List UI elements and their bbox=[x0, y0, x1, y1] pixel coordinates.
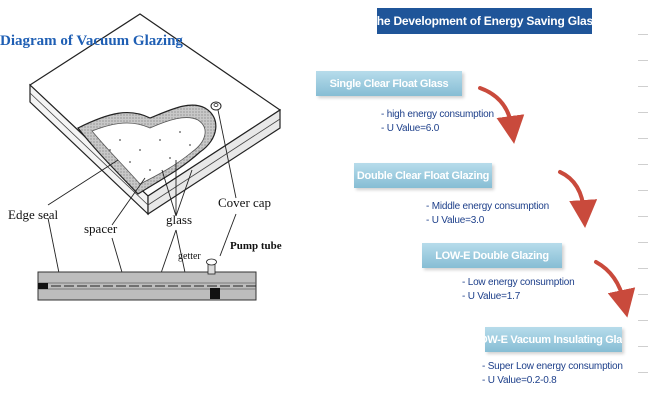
cover-cap-icon bbox=[210, 101, 222, 111]
arrow-1 bbox=[478, 86, 525, 144]
stage-low-e-double: LOW-E Double Glazing bbox=[422, 243, 562, 268]
vacuum-glazing-title: Diagram of Vacuum Glazing bbox=[0, 33, 183, 49]
label-getter: getter bbox=[178, 251, 201, 262]
stage-4-u-value: - U Value=0.2-0.8 bbox=[482, 375, 557, 386]
stage-low-e-vacuum: OW-E Vacuum Insulating Glas bbox=[485, 327, 622, 352]
stage-double-clear: Double Clear Float Glazing bbox=[354, 163, 492, 188]
label-glass: glass bbox=[166, 212, 192, 227]
panel-glass-line bbox=[29, 92, 149, 206]
stage-3-u-value: - U Value=1.7 bbox=[462, 291, 521, 302]
stage-4-consumption: - Super Low energy consumption bbox=[482, 361, 623, 372]
arrow-3 bbox=[594, 260, 636, 318]
label-cover-cap: Cover cap bbox=[218, 195, 272, 210]
stage-2-consumption: - Middle energy consumption bbox=[426, 201, 549, 212]
stage-3-consumption: - Low energy consumption bbox=[462, 277, 575, 288]
stage-1-consumption: - high energy consumption bbox=[381, 109, 494, 120]
label-spacer: spacer bbox=[84, 221, 118, 236]
stage-single-clear: Single Clear Float Glass bbox=[316, 71, 462, 96]
pump-tube-block bbox=[210, 288, 220, 299]
stage-1-notes: - high energy consumption - U Value=6.0 bbox=[381, 108, 494, 136]
glazing-panel-3d bbox=[29, 13, 282, 216]
panel-glass-line-side bbox=[147, 118, 281, 206]
stage-1-u-value: - U Value=6.0 bbox=[381, 123, 440, 134]
label-pump-tube: Pump tube bbox=[230, 240, 282, 252]
development-banner: The Development of Energy Saving Glass bbox=[370, 8, 600, 34]
spacer-dots bbox=[109, 131, 191, 171]
cutaway-inner bbox=[91, 117, 206, 185]
stage-2-notes: - Middle energy consumption - U Value=3.… bbox=[426, 200, 549, 228]
cross-section bbox=[37, 258, 257, 301]
edge-seal-block bbox=[38, 283, 48, 289]
stage-3-notes: - Low energy consumption - U Value=1.7 bbox=[462, 276, 575, 304]
label-edge-seal: Edge seal bbox=[8, 207, 59, 222]
progress-arrows bbox=[478, 86, 636, 318]
stage-4-notes: - Super Low energy consumption - U Value… bbox=[482, 360, 623, 388]
stage-2-u-value: - U Value=3.0 bbox=[426, 215, 485, 226]
arrow-2 bbox=[558, 170, 598, 228]
